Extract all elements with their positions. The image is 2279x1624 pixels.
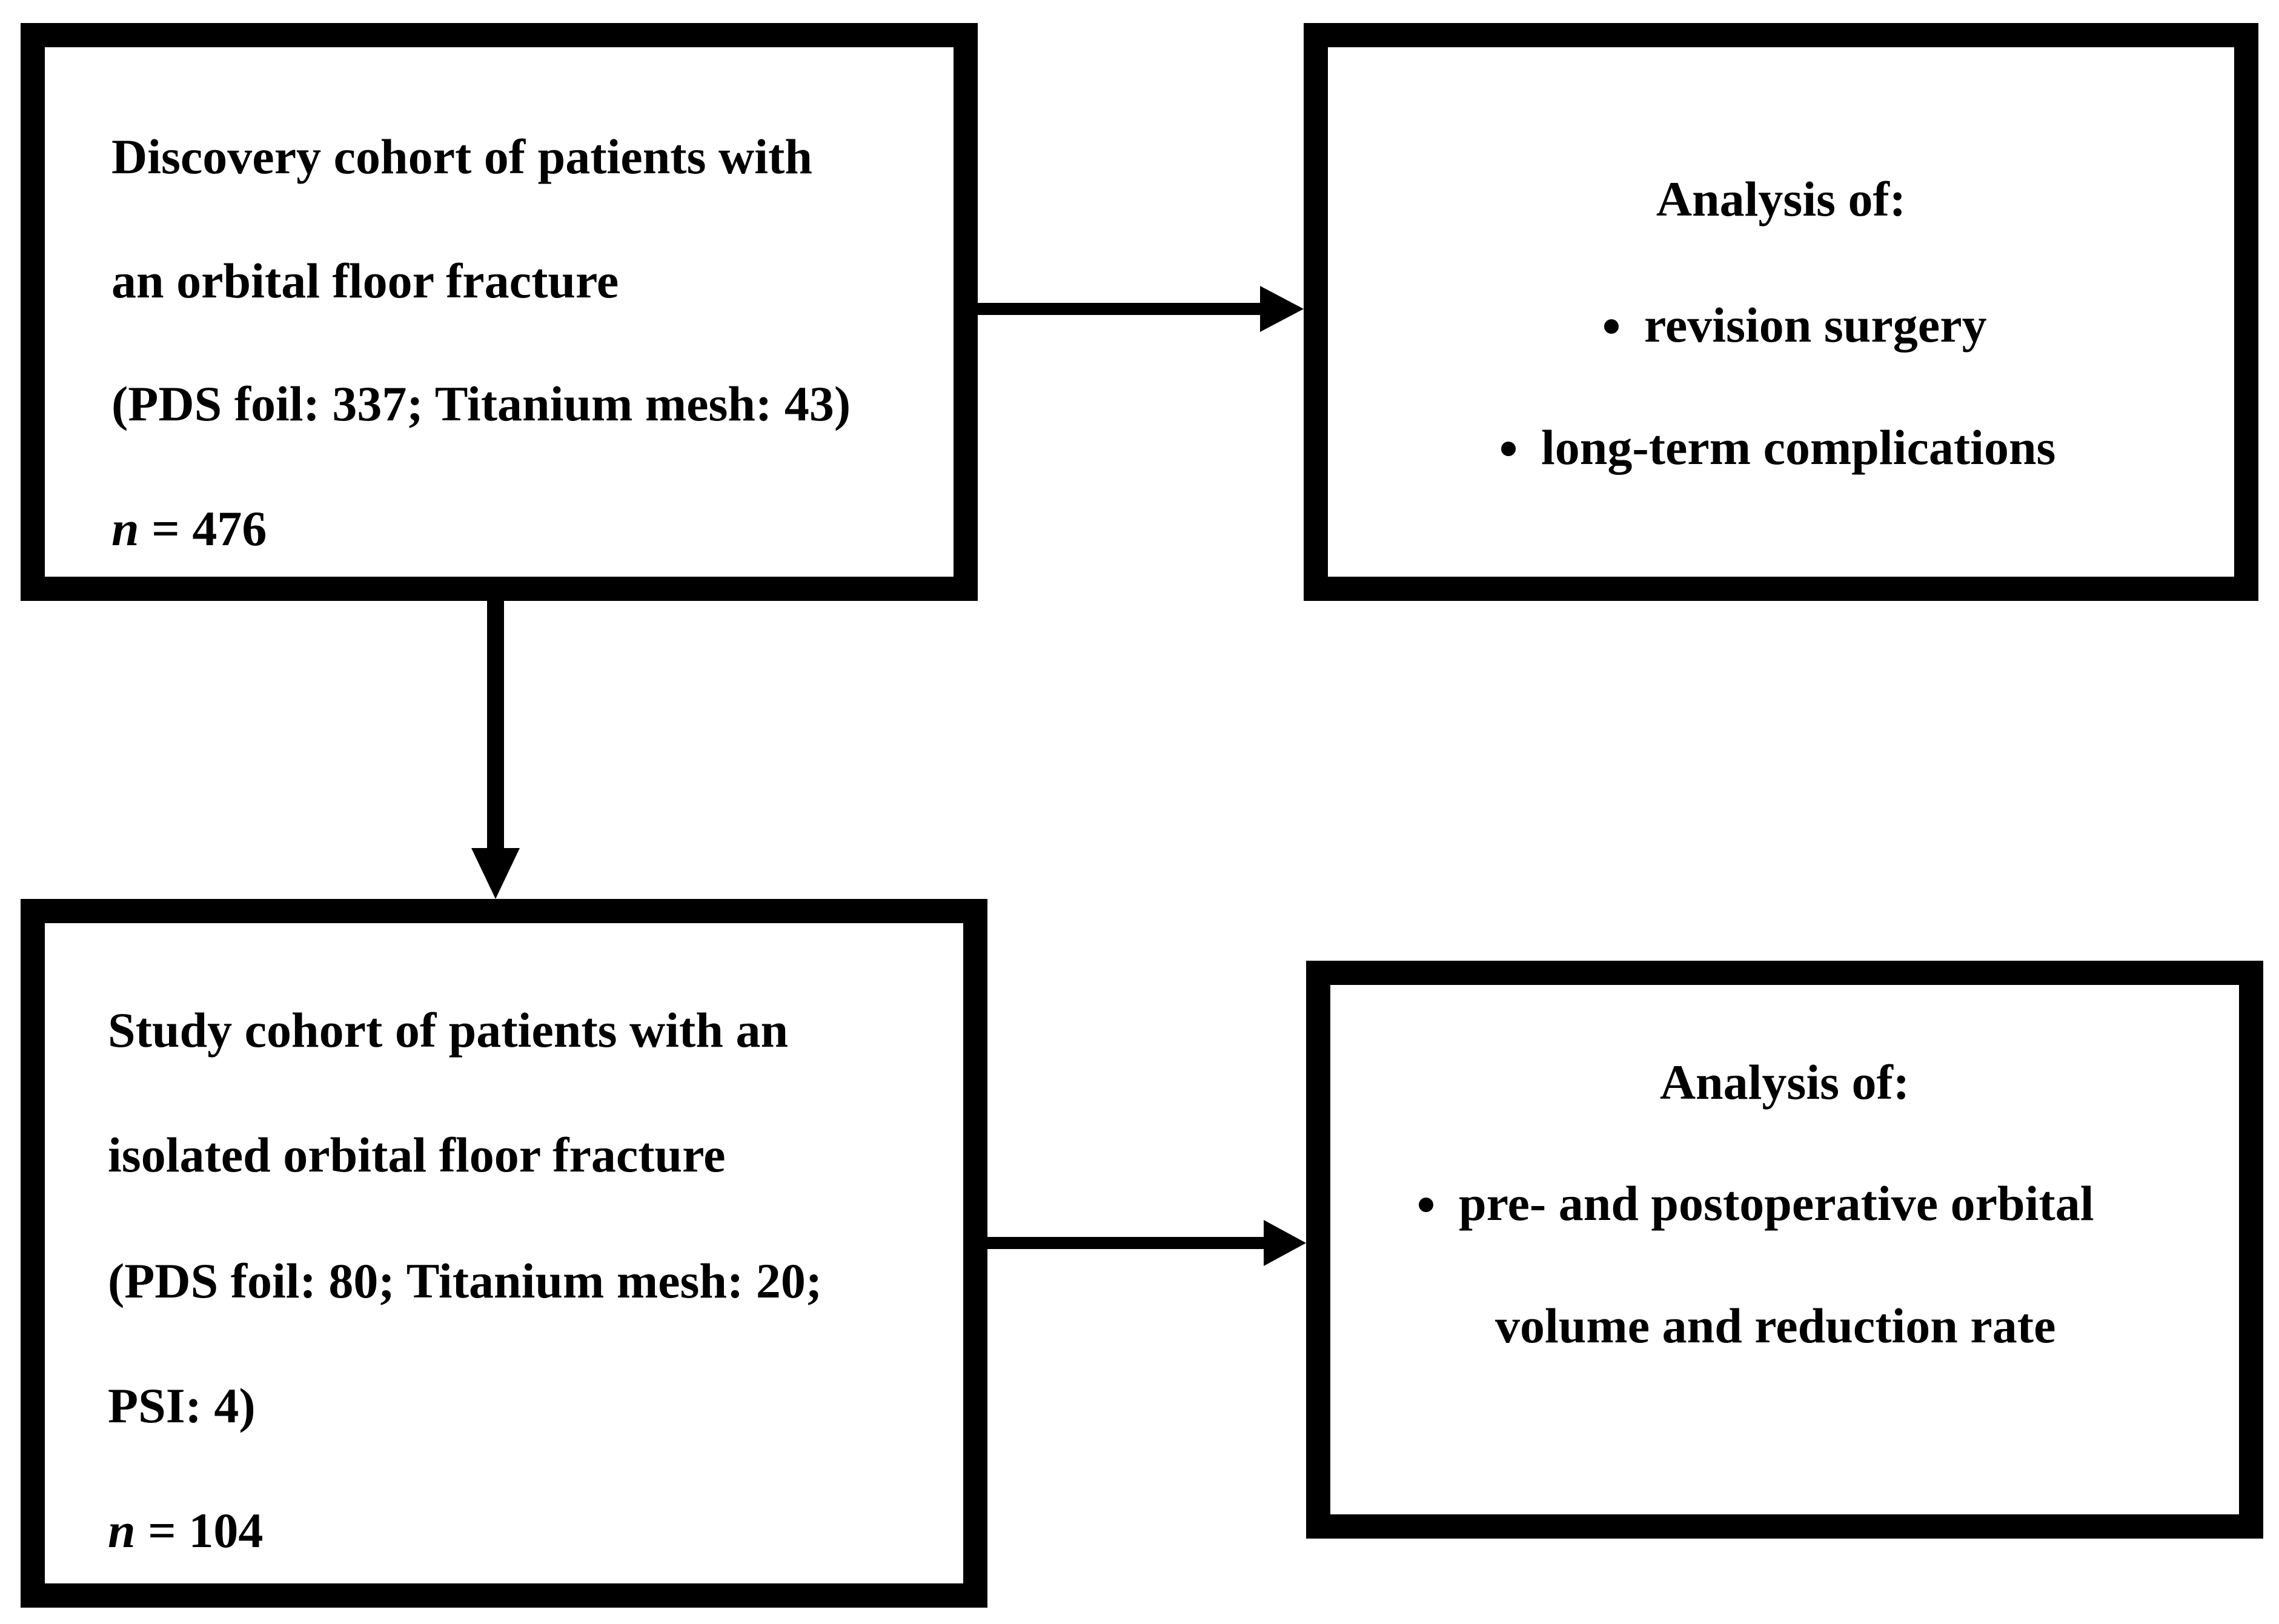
study-n-value: = 104 — [135, 1503, 264, 1558]
analysis-1-heading: Analysis of: — [1656, 171, 1906, 227]
study-line-1: Study cohort of patients with an — [108, 1003, 789, 1058]
analysis-1-item-2: long-term complications — [1501, 423, 2055, 472]
bullet-icon — [1501, 442, 1516, 457]
discovery-line-3: (PDS foil: 337; Titanium mesh: 43) — [111, 376, 851, 431]
analysis-1-item-1-text: revision surgery — [1644, 297, 1987, 353]
analysis-2-item-1: pre- and postoperative orbital — [1419, 1179, 2094, 1228]
discovery-line-2: an orbital floor fracture — [111, 253, 619, 308]
discovery-line-1: Discovery cohort of patients with — [111, 129, 812, 184]
arrow-study-to-analysis2 — [987, 1220, 1306, 1266]
study-line-4: PSI: 4) — [108, 1378, 256, 1433]
study-n-count: n = 104 — [108, 1506, 263, 1556]
study-line-2: isolated orbital floor fracture — [108, 1127, 726, 1182]
discovery-n-value: = 476 — [139, 501, 267, 556]
discovery-cohort-box: Discovery cohort of patients with an orb… — [21, 23, 978, 601]
arrow-discovery-to-study — [471, 601, 520, 899]
study-line-3: (PDS foil: 80; Titanium mesh: 20; — [108, 1253, 823, 1308]
discovery-n-count: n = 476 — [111, 504, 267, 554]
bullet-icon — [1419, 1198, 1433, 1213]
discovery-n-symbol: n — [111, 501, 139, 556]
analysis-box-2: Analysis of: pre- and postoperative orbi… — [1306, 961, 2263, 1539]
analysis-2-heading: Analysis of: — [1659, 1055, 1910, 1110]
analysis-2-item-1-line-1: pre- and postoperative orbital — [1459, 1176, 2094, 1231]
analysis-box-1: Analysis of: revision surgery long-term … — [1304, 23, 2258, 601]
arrow-discovery-to-analysis1 — [978, 286, 1304, 332]
analysis-1-item-1: revision surgery — [1604, 300, 1987, 350]
analysis-1-item-2-text: long-term complications — [1541, 420, 2056, 475]
bullet-icon — [1604, 319, 1619, 334]
study-cohort-box: Study cohort of patients with an isolate… — [21, 899, 987, 1608]
study-n-symbol: n — [108, 1503, 136, 1558]
analysis-2-item-1-cont: volume and reduction rate — [1495, 1298, 2056, 1353]
